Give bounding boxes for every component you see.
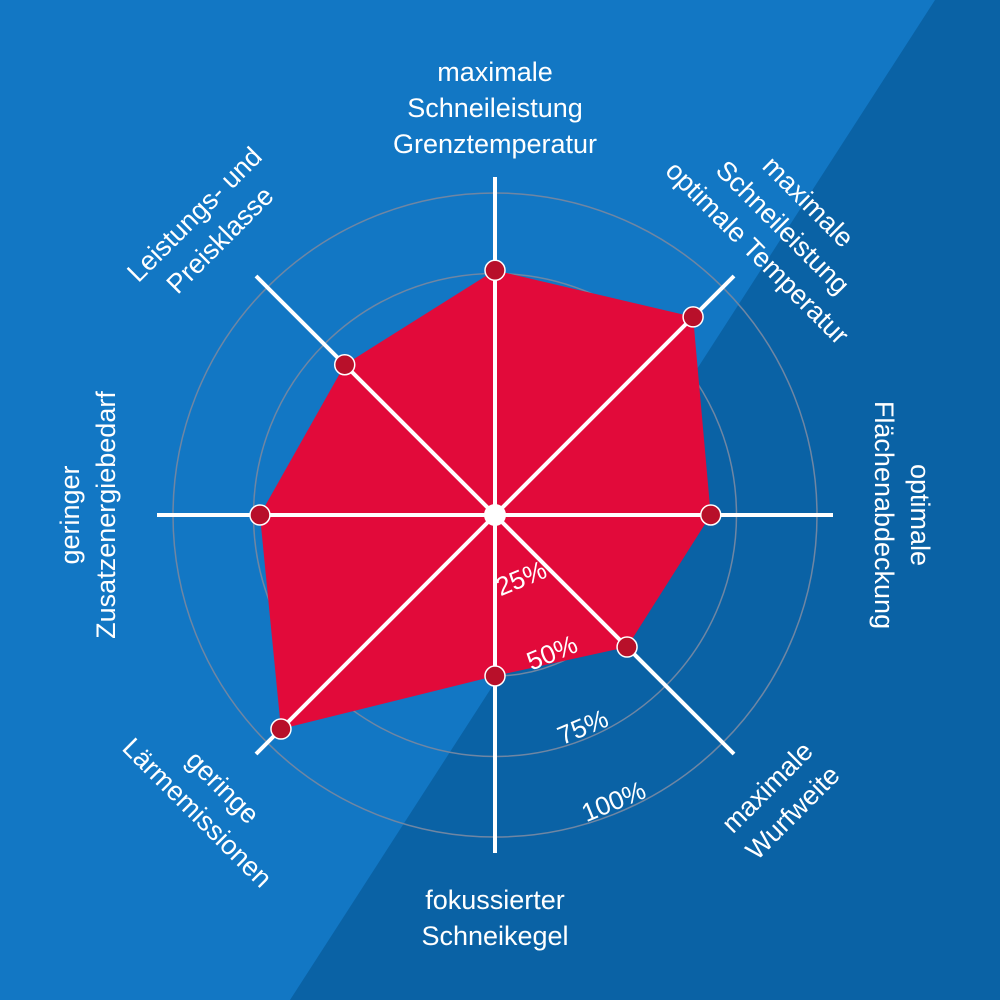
center-point — [484, 504, 506, 526]
data-point-4 — [616, 636, 638, 658]
axis-label-5-line-1: fokussierter — [425, 885, 565, 915]
axis-label-1-line-3: Grenztemperatur — [393, 129, 597, 159]
axis-label-5-line-2: Schneikegel — [421, 921, 568, 951]
data-point-1 — [484, 259, 506, 282]
axis-line-6 — [254, 513, 497, 756]
axis-label-7-line-2: Zusatzenergiebedarf — [91, 391, 121, 639]
axis-label-1-line-2: Schneileistung — [407, 93, 583, 123]
axis-label-3-line-1: optimale — [905, 464, 935, 566]
data-point-7 — [249, 504, 271, 526]
data-point-6 — [270, 718, 292, 740]
data-points — [249, 259, 722, 740]
data-point-2 — [682, 306, 704, 328]
axis-label-1-line-1: maximale — [437, 57, 553, 87]
radar-area — [259, 270, 711, 730]
axis-label-3-line-2: Flächenabdeckung — [869, 401, 899, 629]
axis-line-8 — [254, 274, 497, 517]
data-point-5 — [484, 665, 506, 687]
data-point-3 — [699, 504, 722, 526]
data-point-8 — [333, 353, 356, 376]
axis-label-7-line-1: geringer — [55, 465, 85, 564]
axis-line-4 — [493, 513, 736, 756]
